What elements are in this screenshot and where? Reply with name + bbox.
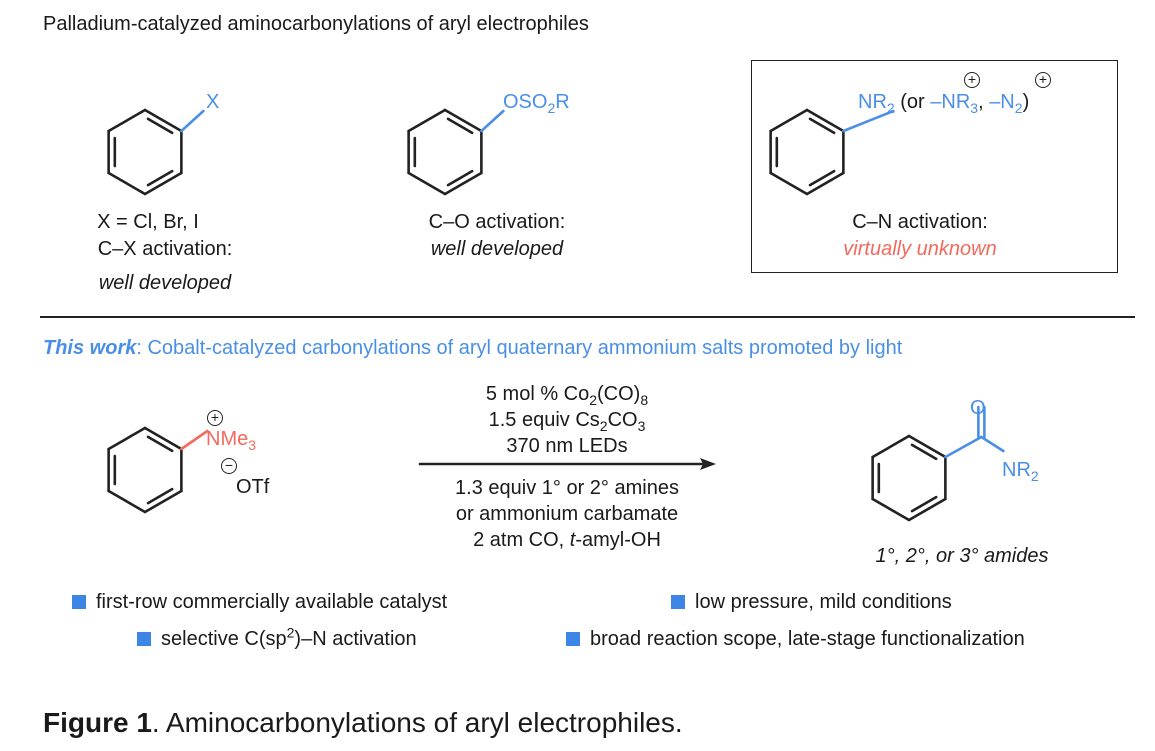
condition-catalyst: 5 mol % Co2(CO)8 bbox=[485, 383, 649, 408]
benzene-inner-bond bbox=[910, 495, 938, 513]
c-n-bond bbox=[842, 109, 895, 133]
benzene-bond bbox=[407, 171, 447, 196]
bullet-square-icon bbox=[671, 595, 685, 609]
benzene-bond bbox=[769, 171, 809, 196]
benzene-bond bbox=[107, 171, 147, 196]
benzene-bond bbox=[107, 489, 147, 514]
otf-label: OTf bbox=[236, 476, 270, 498]
condition-carbamate: or ammonium carbamate bbox=[455, 503, 679, 525]
benzene-inner-bond bbox=[808, 117, 836, 135]
benzene-bond bbox=[107, 108, 147, 133]
oso2r-label: OSO2R bbox=[503, 91, 570, 116]
benzene-bond bbox=[871, 497, 911, 522]
this-work-heading: This work: Cobalt-catalyzed carbonylatio… bbox=[43, 337, 903, 359]
nr2-label: NR2 (or –NR3, –N2) bbox=[858, 91, 1030, 116]
figure-caption: Figure 1. Aminocarbonylations of aryl el… bbox=[43, 707, 683, 738]
cn-activation-box bbox=[751, 60, 1118, 273]
benzene-bond bbox=[871, 434, 911, 459]
benzene-bond bbox=[805, 171, 845, 196]
benzene-bond bbox=[907, 497, 947, 522]
benzene-bond bbox=[143, 171, 183, 196]
product-nr2-label: NR2 bbox=[1002, 459, 1039, 484]
benzene-inner-bond bbox=[446, 117, 474, 135]
divider bbox=[40, 316, 1135, 318]
plus-charge-icon: + bbox=[964, 72, 980, 88]
plus-charge-icon: + bbox=[1035, 72, 1051, 88]
feature-selective: selective C(sp2)–N activation bbox=[137, 625, 417, 651]
c-carbonyl-bond bbox=[944, 435, 983, 459]
benzene-inner-bond bbox=[146, 169, 174, 187]
bullet-square-icon bbox=[137, 632, 151, 646]
condition-light: 370 nm LEDs bbox=[506, 435, 628, 457]
benzene-bond bbox=[805, 108, 845, 133]
minus-charge-icon: − bbox=[221, 458, 237, 474]
plus-charge-icon: + bbox=[207, 410, 223, 426]
feature-scope: broad reaction scope, late-stage functio… bbox=[566, 627, 1025, 651]
oxygen-status: well developed bbox=[430, 238, 564, 260]
condition-co-solvent: 2 atm CO, t-amyl-OH bbox=[473, 529, 661, 551]
nitrogen-line1: C–N activation: bbox=[852, 211, 988, 233]
halide-line1: X = Cl, Br, I bbox=[97, 211, 199, 233]
oxygen-line1: C–O activation: bbox=[428, 211, 566, 233]
benzene-bond bbox=[143, 108, 183, 133]
feature-catalyst: first-row commercially available catalys… bbox=[72, 590, 447, 614]
benzene-bond bbox=[143, 489, 183, 514]
product-caption: 1°, 2°, or 3° amides bbox=[875, 545, 1049, 567]
condition-base: 1.5 equiv Cs2CO3 bbox=[488, 409, 646, 434]
c-n-bond bbox=[180, 429, 209, 451]
bullet-square-icon bbox=[72, 595, 86, 609]
benzene-bond bbox=[107, 426, 147, 451]
benzene-bond bbox=[407, 108, 447, 133]
halide-line2: C–X activation: bbox=[97, 238, 233, 260]
benzene-bond bbox=[443, 171, 483, 196]
header-title: Palladium-catalyzed aminocarbonylations … bbox=[43, 13, 589, 35]
benzene-inner-bond bbox=[146, 435, 174, 453]
bullet-square-icon bbox=[566, 632, 580, 646]
benzene-inner-bond bbox=[146, 487, 174, 505]
condition-amines: 1.3 equiv 1° or 2° amines bbox=[455, 477, 679, 499]
c-x-bond bbox=[180, 109, 205, 133]
benzene-bond bbox=[143, 426, 183, 451]
oxygen-label: O bbox=[970, 397, 986, 419]
benzene-inner-bond bbox=[146, 117, 174, 135]
benzene-bond bbox=[907, 434, 947, 459]
benzene-bond bbox=[769, 108, 809, 133]
benzene-inner-bond bbox=[910, 443, 938, 461]
x-label: X bbox=[206, 91, 220, 113]
c-n-amide-bond bbox=[980, 435, 1005, 453]
c-o-bond bbox=[480, 109, 505, 133]
feature-pressure: low pressure, mild conditions bbox=[671, 590, 952, 614]
nitrogen-status: virtually unknown bbox=[843, 238, 997, 260]
benzene-bond bbox=[443, 108, 483, 133]
benzene-inner-bond bbox=[808, 169, 836, 187]
nme3-label: NMe3 bbox=[206, 428, 257, 453]
halide-status: well developed bbox=[98, 272, 232, 294]
benzene-inner-bond bbox=[446, 169, 474, 187]
arrow-head-icon bbox=[700, 458, 716, 470]
